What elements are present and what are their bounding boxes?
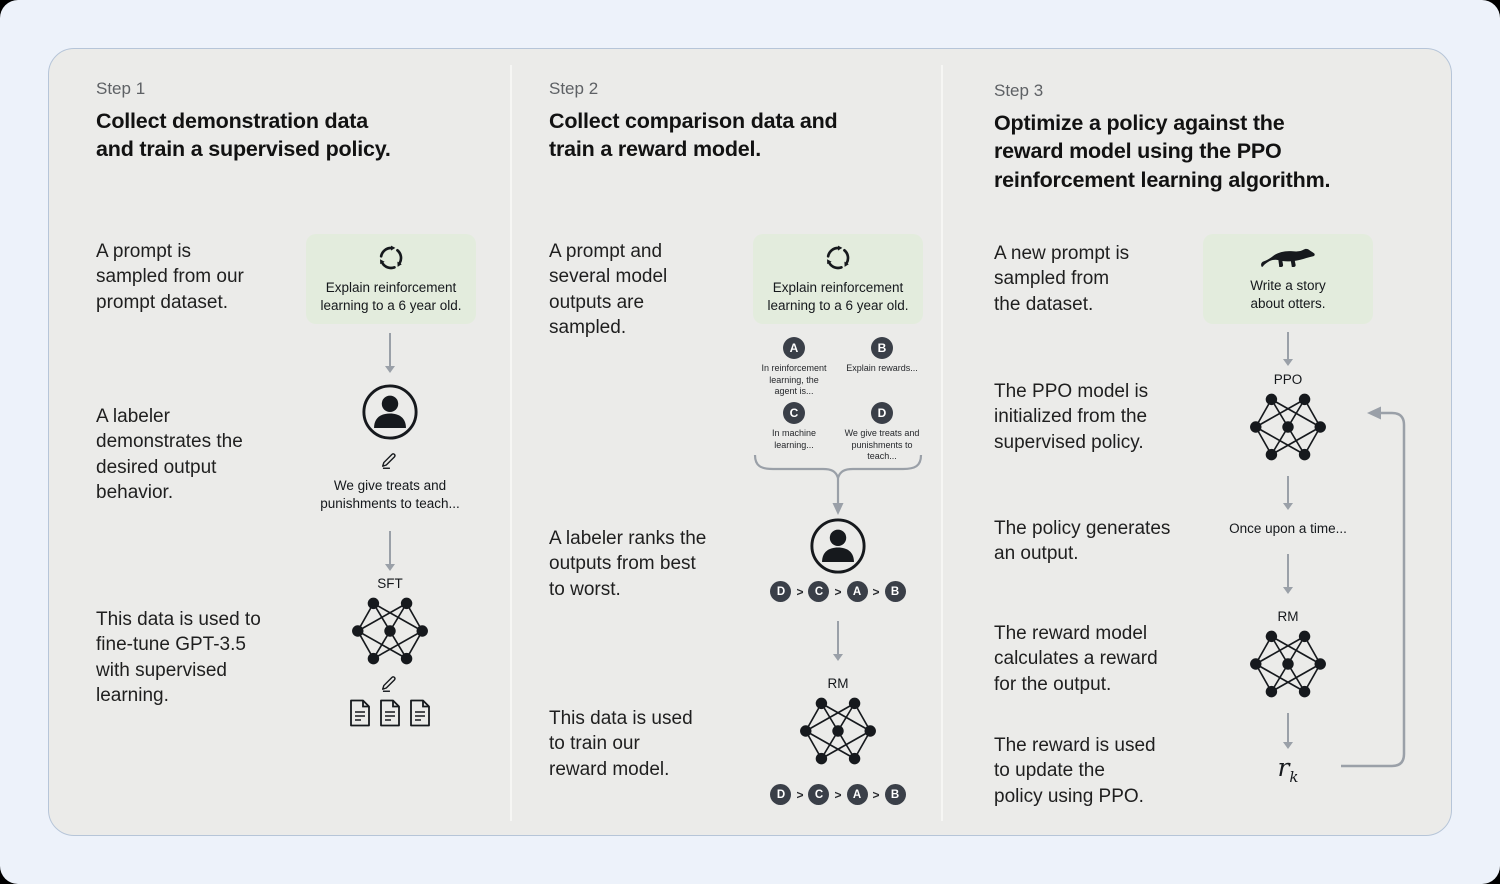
step3-caption-reward: The reward model calculates a reward for…: [994, 623, 1158, 695]
output-badge-c: C: [783, 402, 805, 424]
rank-separator: >: [796, 787, 804, 802]
labeler-demo-note: We give treats and punishments to teach.…: [320, 478, 460, 511]
rm-network-icon: [795, 696, 881, 766]
rank-badge: B: [884, 784, 906, 805]
output-badge-a: A: [783, 337, 805, 359]
step1-caption-finetune: This data is used to fine-tune GPT-3.5 w…: [96, 609, 261, 707]
rank-badge: D: [770, 581, 792, 602]
step2-caption-ranks: A labeler ranks the outputs from best to…: [549, 528, 707, 600]
output-badge-b: B: [871, 337, 893, 359]
labeler-person-icon: [809, 517, 867, 575]
rank-separator: >: [834, 787, 842, 802]
otter-icon: [1260, 245, 1316, 271]
sft-model-label: SFT: [377, 576, 403, 591]
rank-badge: C: [808, 581, 830, 602]
output-text-c: In machine learning...: [771, 428, 817, 450]
rank-badge: D: [770, 784, 792, 805]
rank-badge: C: [808, 784, 830, 805]
document-icon: [378, 699, 402, 727]
ppo-model-label: PPO: [1273, 372, 1303, 387]
cycle-icon: [376, 243, 406, 273]
rm-network-icon-step3: [1245, 629, 1331, 699]
step3-caption-init: The PPO model is initialized from the su…: [994, 381, 1149, 453]
documents-icon-row: [348, 699, 432, 727]
step1-caption-prompt: A prompt is sampled from our prompt data…: [96, 241, 244, 313]
step3-title: Optimize a policy against the reward mod…: [994, 111, 1331, 192]
ppo-network-icon: [1245, 392, 1331, 462]
step2-caption-prompt: A prompt and several model outputs are s…: [549, 241, 668, 339]
output-text-b: Explain rewards...: [846, 363, 918, 373]
ranking-row-labeler: D > C > A > B: [753, 581, 923, 602]
rm-model-label-step3: RM: [1277, 609, 1299, 624]
down-arrow: [1282, 476, 1294, 510]
policy-output-text: Once upon a time...: [1229, 521, 1347, 536]
ranking-row-rm: D > C > A > B: [753, 784, 923, 805]
step1-title: Collect demonstration data and train a s…: [96, 109, 391, 162]
step3-caption-update: The reward is used to update the policy …: [994, 735, 1156, 807]
down-arrow: [1282, 713, 1294, 749]
down-arrow: [1282, 332, 1294, 366]
step3-caption-generates: The policy generates an output.: [994, 518, 1171, 565]
reward-value: rk: [1238, 753, 1338, 786]
output-option-b: B Explain rewards...: [836, 337, 928, 375]
labeler-person-icon: [361, 383, 419, 441]
output-text-d: We give treats and punishments to teach.…: [844, 428, 920, 462]
document-icon: [348, 699, 372, 727]
brace-and-arrow: [753, 454, 923, 515]
rank-separator: >: [834, 584, 842, 599]
step3-caption-prompt: A new prompt is sampled from the dataset…: [994, 243, 1130, 315]
prompt-box-step2: Explain reinforcement learning to a 6 ye…: [753, 234, 923, 324]
output-badge-d: D: [871, 402, 893, 424]
prompt-box-step3-text: Write a story about otters.: [1250, 278, 1326, 311]
reward-symbol: r: [1277, 753, 1290, 782]
output-text-a: In reinforcement learning, the agent is.…: [761, 363, 827, 397]
down-arrow: [832, 621, 844, 661]
rank-separator: >: [872, 787, 880, 802]
rank-separator: >: [796, 584, 804, 599]
reward-subscript: k: [1289, 768, 1299, 786]
step3-label: Step 3: [994, 81, 1044, 100]
rank-badge: A: [846, 581, 868, 602]
pencil-icon: [379, 671, 400, 694]
rank-badge: B: [884, 581, 906, 602]
down-arrow: [384, 531, 396, 571]
step1-label: Step 1: [96, 79, 146, 98]
rm-model-label: RM: [827, 676, 849, 691]
rank-badge: A: [846, 784, 868, 805]
rank-separator: >: [872, 584, 880, 599]
output-option-c: C In machine learning...: [748, 402, 840, 451]
prompt-box-step3: Write a story about otters.: [1203, 234, 1373, 324]
sft-network-icon: [347, 596, 433, 666]
down-arrow: [384, 333, 396, 373]
cycle-icon: [823, 243, 853, 273]
step2-label: Step 2: [549, 79, 599, 98]
step2-caption-train-rm: This data is used to train our reward mo…: [549, 708, 693, 780]
step2-title: Collect comparison data and train a rewa…: [549, 109, 838, 162]
document-icon: [408, 699, 432, 727]
column-divider: [941, 65, 943, 821]
feedback-loop-arrow: [1341, 406, 1406, 768]
rlhf-diagram-card: Step 1 Collect demonstration data and tr…: [48, 48, 1452, 836]
pencil-icon: [379, 448, 400, 471]
down-arrow: [1282, 554, 1294, 594]
column-divider: [510, 65, 512, 821]
prompt-box-step2-text: Explain reinforcement learning to a 6 ye…: [767, 280, 909, 313]
step1-caption-labeler: A labeler demonstrates the desired outpu…: [96, 406, 243, 504]
output-option-a: A In reinforcement learning, the agent i…: [748, 337, 840, 398]
prompt-box-step1-text: Explain reinforcement learning to a 6 ye…: [320, 280, 462, 313]
prompt-box-step1: Explain reinforcement learning to a 6 ye…: [306, 234, 476, 324]
output-option-d: D We give treats and punishments to teac…: [836, 402, 928, 463]
